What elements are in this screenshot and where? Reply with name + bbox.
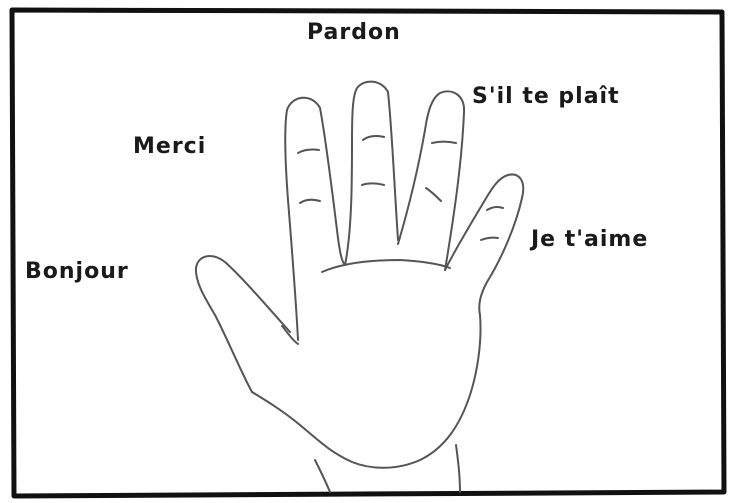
label-je-taime: Je t'aime [531, 227, 648, 252]
label-pardon: Pardon [307, 20, 401, 45]
label-sil-te-plait: S'il te plaît [472, 84, 620, 109]
label-merci: Merci [133, 134, 206, 159]
label-bonjour: Bonjour [25, 259, 129, 284]
